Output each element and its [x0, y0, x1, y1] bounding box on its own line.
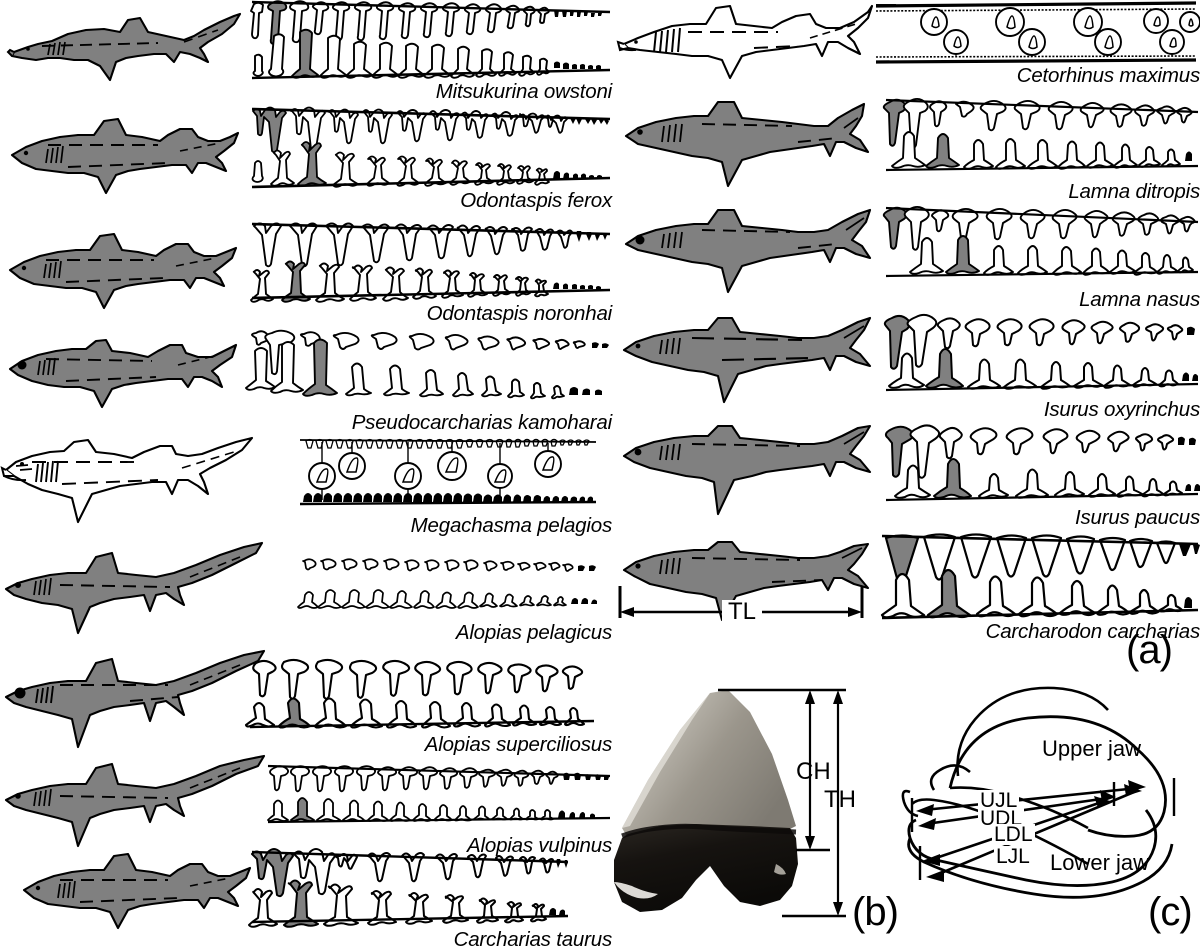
shark-silhouette-alopias-superciliosus [4, 649, 266, 749]
species-row-carcharodon-carcharias: TL [614, 528, 1200, 642]
dentition-isurus-paucus [884, 422, 1200, 512]
species-label-odontaspis-ferox: Odontaspis ferox [460, 189, 612, 212]
species-label-mitsukurina-owstoni: Mitsukurina owstoni [435, 80, 612, 103]
species-label-megachasma-pelagios: Megachasma pelagios [410, 514, 613, 537]
species-row-pseudocarcharias-kamoharai: Pseudocarcharias kamoharai [0, 327, 612, 433]
species-row-alopias-pelagicus: Alopias pelagicus [0, 535, 612, 643]
ldl-label: LDL [992, 823, 1035, 846]
species-row-alopias-vulpinus: Alopias vulpinus [0, 750, 612, 856]
shark-silhouette-mitsukurina-owstoni [6, 12, 242, 82]
tl-label: TL [722, 600, 763, 624]
shark-silhouette-odontaspis-ferox [10, 117, 240, 195]
dentition-alopias-superciliosus [244, 658, 612, 735]
th-label: TH [824, 786, 856, 813]
shark-silhouette-isurus-paucus [622, 424, 872, 516]
species-label-carcharias-taurus: Carcharias taurus [453, 928, 613, 951]
dentition-carcharias-taurus [248, 848, 570, 930]
species-label-pseudocarcharias-kamoharai: Pseudocarcharias kamoharai [351, 411, 613, 434]
shark-silhouette-pseudocarcharias-kamoharai [8, 338, 238, 409]
tooth-crown [622, 690, 796, 838]
shark-silhouette-lamna-nasus [624, 208, 872, 294]
upper-jaw-label: Upper jaw [1042, 736, 1142, 761]
species-label-isurus-oxyrinchus: Isurus oxyrinchus [1043, 398, 1200, 421]
tooth-root [614, 824, 798, 912]
shark-silhouette-megachasma-pelagios [0, 436, 254, 524]
dentition-alopias-pelagicus [297, 557, 600, 623]
ljl-label: LJL [994, 845, 1032, 868]
species-label-isurus-paucus: Isurus paucus [1074, 506, 1200, 529]
species-label-alopias-pelagicus: Alopias pelagicus [455, 621, 612, 644]
fossil-tooth-diagram [614, 688, 846, 918]
species-label-alopias-vulpinus: Alopias vulpinus [467, 834, 612, 857]
panel-b: CH TH [600, 668, 920, 943]
species-row-carcharias-taurus: Carcharias taurus [0, 848, 612, 950]
ujl-label: UJL [978, 789, 1020, 812]
species-label-cetorhinus-maximus: Cetorhinus maximus [1016, 64, 1200, 87]
shark-silhouette-isurus-oxyrinchus [622, 316, 872, 404]
species-label-lamna-ditropis: Lamna ditropis [1068, 180, 1200, 203]
panel-c: Upper jaw Lower jaw UJL UDL LDL LJL [890, 680, 1200, 943]
dentition-megachasma-pelagios [299, 438, 600, 510]
species-row-alopias-superciliosus: Alopias superciliosus [0, 645, 612, 755]
dentition-odontaspis-ferox [250, 105, 612, 193]
dentition-pseudocarcharias-kamoharai [245, 329, 612, 415]
panel-letter-a: (a) [1126, 628, 1173, 672]
species-row-lamna-nasus: Lamna nasus [614, 204, 1200, 310]
dentition-mitsukurina-owstoni [250, 0, 612, 82]
species-row-mitsukurina-owstoni: Mitsukurina owstoni [0, 0, 612, 103]
species-label-lamna-nasus: Lamna nasus [1079, 288, 1200, 311]
dentition-cetorhinus-maximus [875, 0, 1200, 70]
species-row-lamna-ditropis: Lamna ditropis [614, 96, 1200, 202]
shark-silhouette-alopias-pelagicus [4, 541, 264, 635]
dentition-odontaspis-noronhai [250, 220, 612, 308]
panel-letter-b: (b) [852, 890, 899, 934]
panel-letter-c: (c) [1148, 890, 1193, 934]
species-row-isurus-paucus: Isurus paucus [614, 420, 1200, 528]
shark-silhouette-cetorhinus-maximus [616, 4, 874, 80]
shark-silhouette-lamna-ditropis [624, 100, 870, 188]
species-row-cetorhinus-maximus: Cetorhinus maximus [614, 0, 1200, 92]
udl-label: UDL [978, 807, 1025, 830]
dentition-lamna-nasus [882, 205, 1200, 294]
dentition-lamna-ditropis [882, 97, 1200, 186]
shark-silhouette-odontaspis-noronhai [8, 232, 238, 310]
dentition-isurus-oxyrinchus [883, 313, 1200, 404]
species-row-odontaspis-ferox: Odontaspis ferox [0, 105, 612, 211]
lower-jaw-label: Lower jaw [1050, 850, 1150, 875]
shark-silhouette-carcharias-taurus [22, 852, 252, 930]
species-row-odontaspis-noronhai: Odontaspis noronhai [0, 218, 612, 324]
dentition-carcharodon-carcharias [880, 530, 1200, 626]
species-label-odontaspis-noronhai: Odontaspis noronhai [426, 302, 613, 325]
dentition-alopias-vulpinus [267, 764, 612, 834]
species-label-carcharodon-carcharias: Carcharodon carcharias [985, 620, 1200, 643]
species-row-isurus-oxyrinchus: Isurus oxyrinchus [614, 312, 1200, 420]
species-row-megachasma-pelagios: Megachasma pelagios [0, 432, 612, 536]
species-label-alopias-superciliosus: Alopias superciliosus [424, 733, 612, 756]
ch-label: CH [796, 758, 831, 785]
shark-silhouette-alopias-vulpinus [4, 754, 266, 848]
